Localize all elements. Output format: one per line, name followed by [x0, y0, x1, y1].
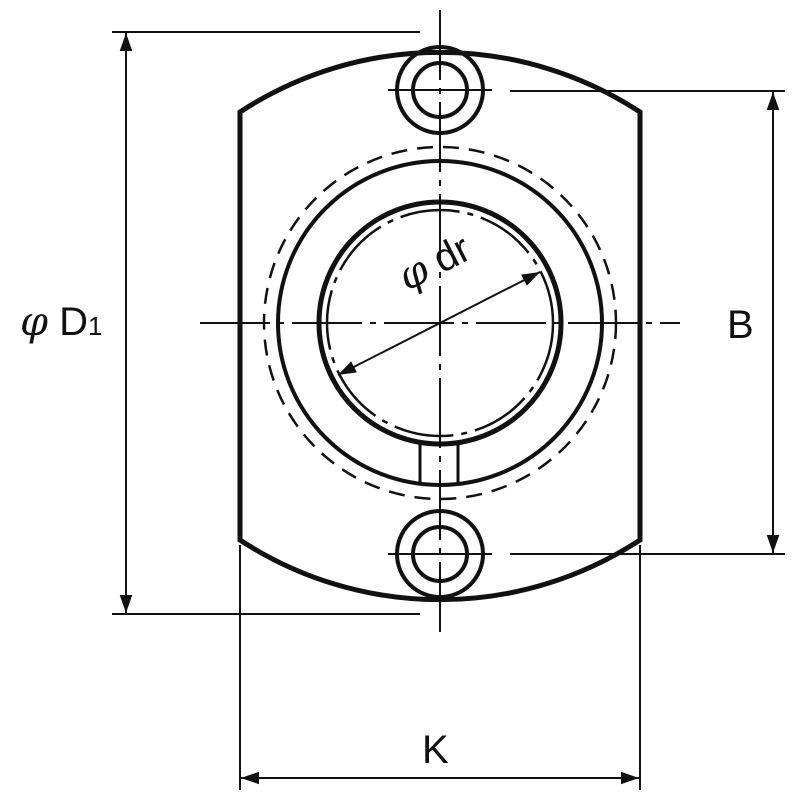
b-dimension [510, 90, 785, 555]
bolt-pitch-label: B [727, 303, 754, 347]
k-dimension [239, 545, 641, 790]
outer-diameter-label: φ D1 [20, 299, 103, 345]
flange-width-label: K [422, 728, 449, 772]
d1-dimension [112, 31, 420, 615]
bore-dimension-line [337, 271, 541, 376]
keyway-slot [418, 442, 460, 482]
